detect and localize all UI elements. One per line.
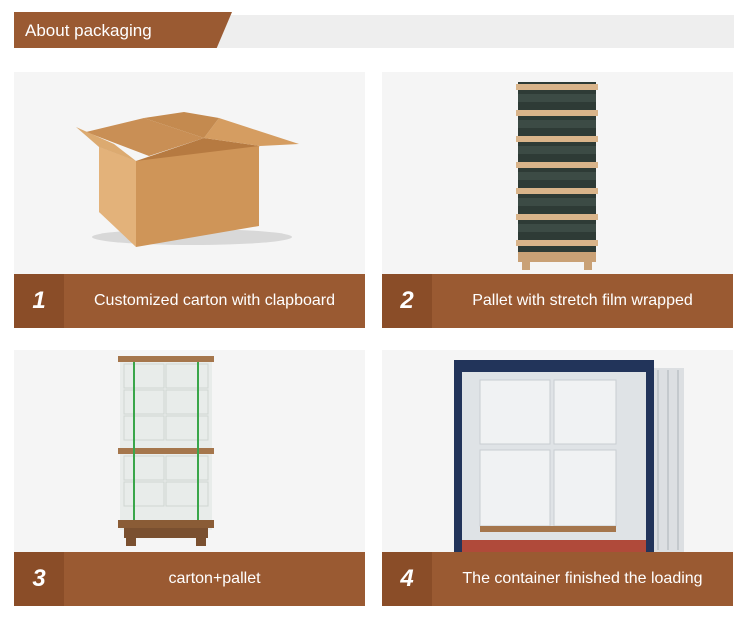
loaded-container-image — [454, 360, 684, 552]
section-title: About packaging — [25, 21, 152, 40]
card-label: Customized carton with clapboard — [93, 292, 335, 309]
card-caption: 4 The container finished the loading — [382, 552, 733, 606]
card-caption: 1 Customized carton with clapboard — [14, 274, 365, 328]
card-caption: 2 Pallet with stretch film wrapped — [382, 274, 733, 328]
packaging-card-1: 1 Customized carton with clapboard — [14, 72, 365, 328]
packaging-card-4: 4 The container finished the loading — [382, 350, 733, 606]
step-number: 3 — [14, 552, 64, 606]
card-label: carton+pallet — [168, 570, 261, 587]
packaging-card-2: 2 Pallet with stretch film wrapped — [382, 72, 733, 328]
cardboard-box-image — [76, 112, 299, 247]
packaging-card-3: 3 carton+pallet — [14, 350, 365, 606]
card-caption: 3 carton+pallet — [14, 552, 365, 606]
carton-pallet-image — [118, 356, 214, 546]
card-label: Pallet with stretch film wrapped — [472, 292, 693, 309]
section-header: About packaging — [14, 12, 232, 48]
step-number: 4 — [382, 552, 432, 606]
step-number: 1 — [14, 274, 64, 328]
card-label: The container finished the loading — [462, 570, 703, 587]
step-number: 2 — [382, 274, 432, 328]
wrapped-pallet-image — [516, 82, 598, 270]
